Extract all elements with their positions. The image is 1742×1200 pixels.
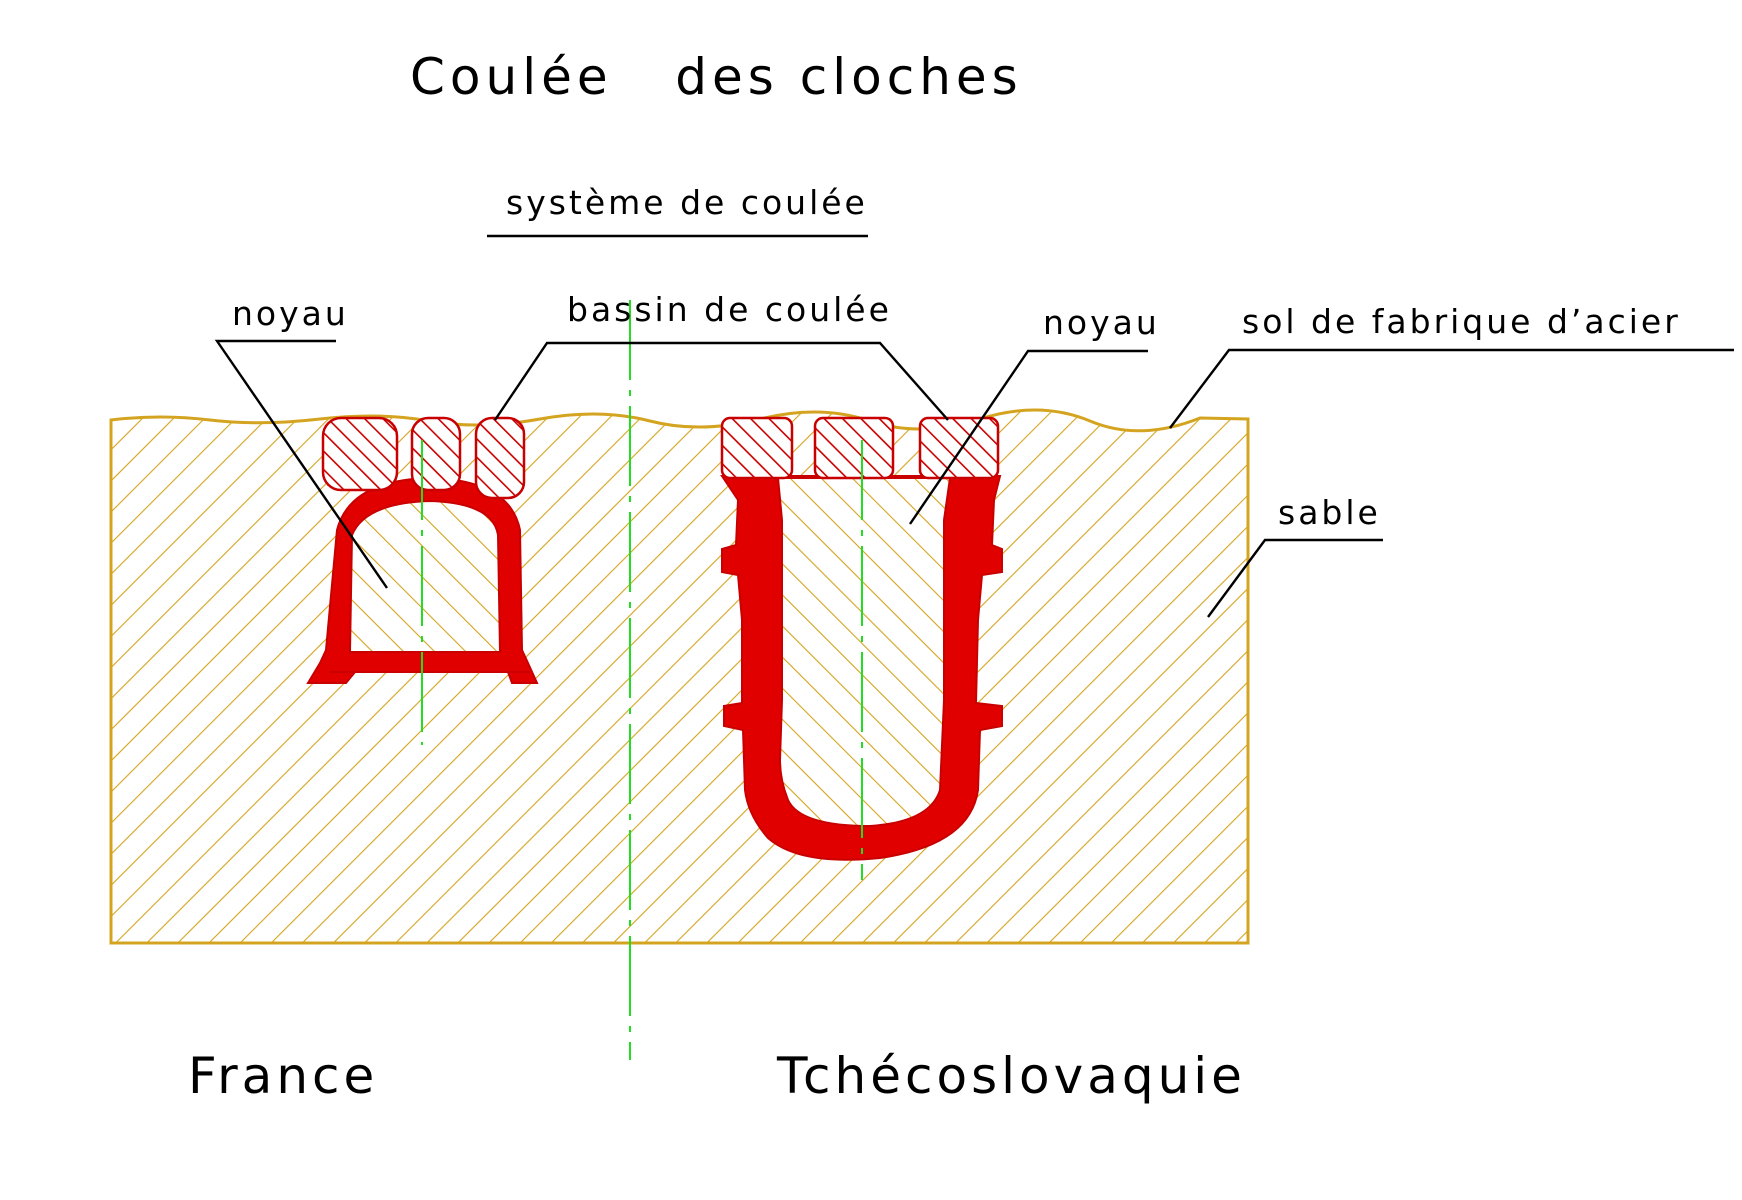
sand-mold [109,408,1250,945]
riser-czech-2 [813,416,895,480]
foundry-floor-label: sol de fabrique d’acier [1242,302,1681,341]
core-czech [776,477,952,828]
core-czech-label: noyau [1043,303,1160,342]
page-title: Coulée des cloches [410,48,1023,106]
gating-system-label: système de coulée [506,183,868,222]
sand-leader [1207,538,1383,618]
riser-france-3 [474,416,526,500]
riser-czech-1 [720,416,794,480]
caption-france: France [188,1047,378,1105]
pouring-basin-label: bassin de coulée [567,290,892,329]
foundry-floor-leader [1169,348,1734,429]
riser-france-1 [321,416,399,492]
pouring-basin-leader [494,341,949,421]
riser-czech-3 [918,416,1000,480]
core-czech-leader [909,349,1148,525]
caption-czech: Tchécoslovaquie [776,1047,1246,1105]
sand-label: sable [1278,493,1381,532]
riser-france-2 [410,416,462,492]
core-france-label: noyau [232,294,349,333]
core-france [348,499,502,653]
core-france-leader [214,339,388,589]
